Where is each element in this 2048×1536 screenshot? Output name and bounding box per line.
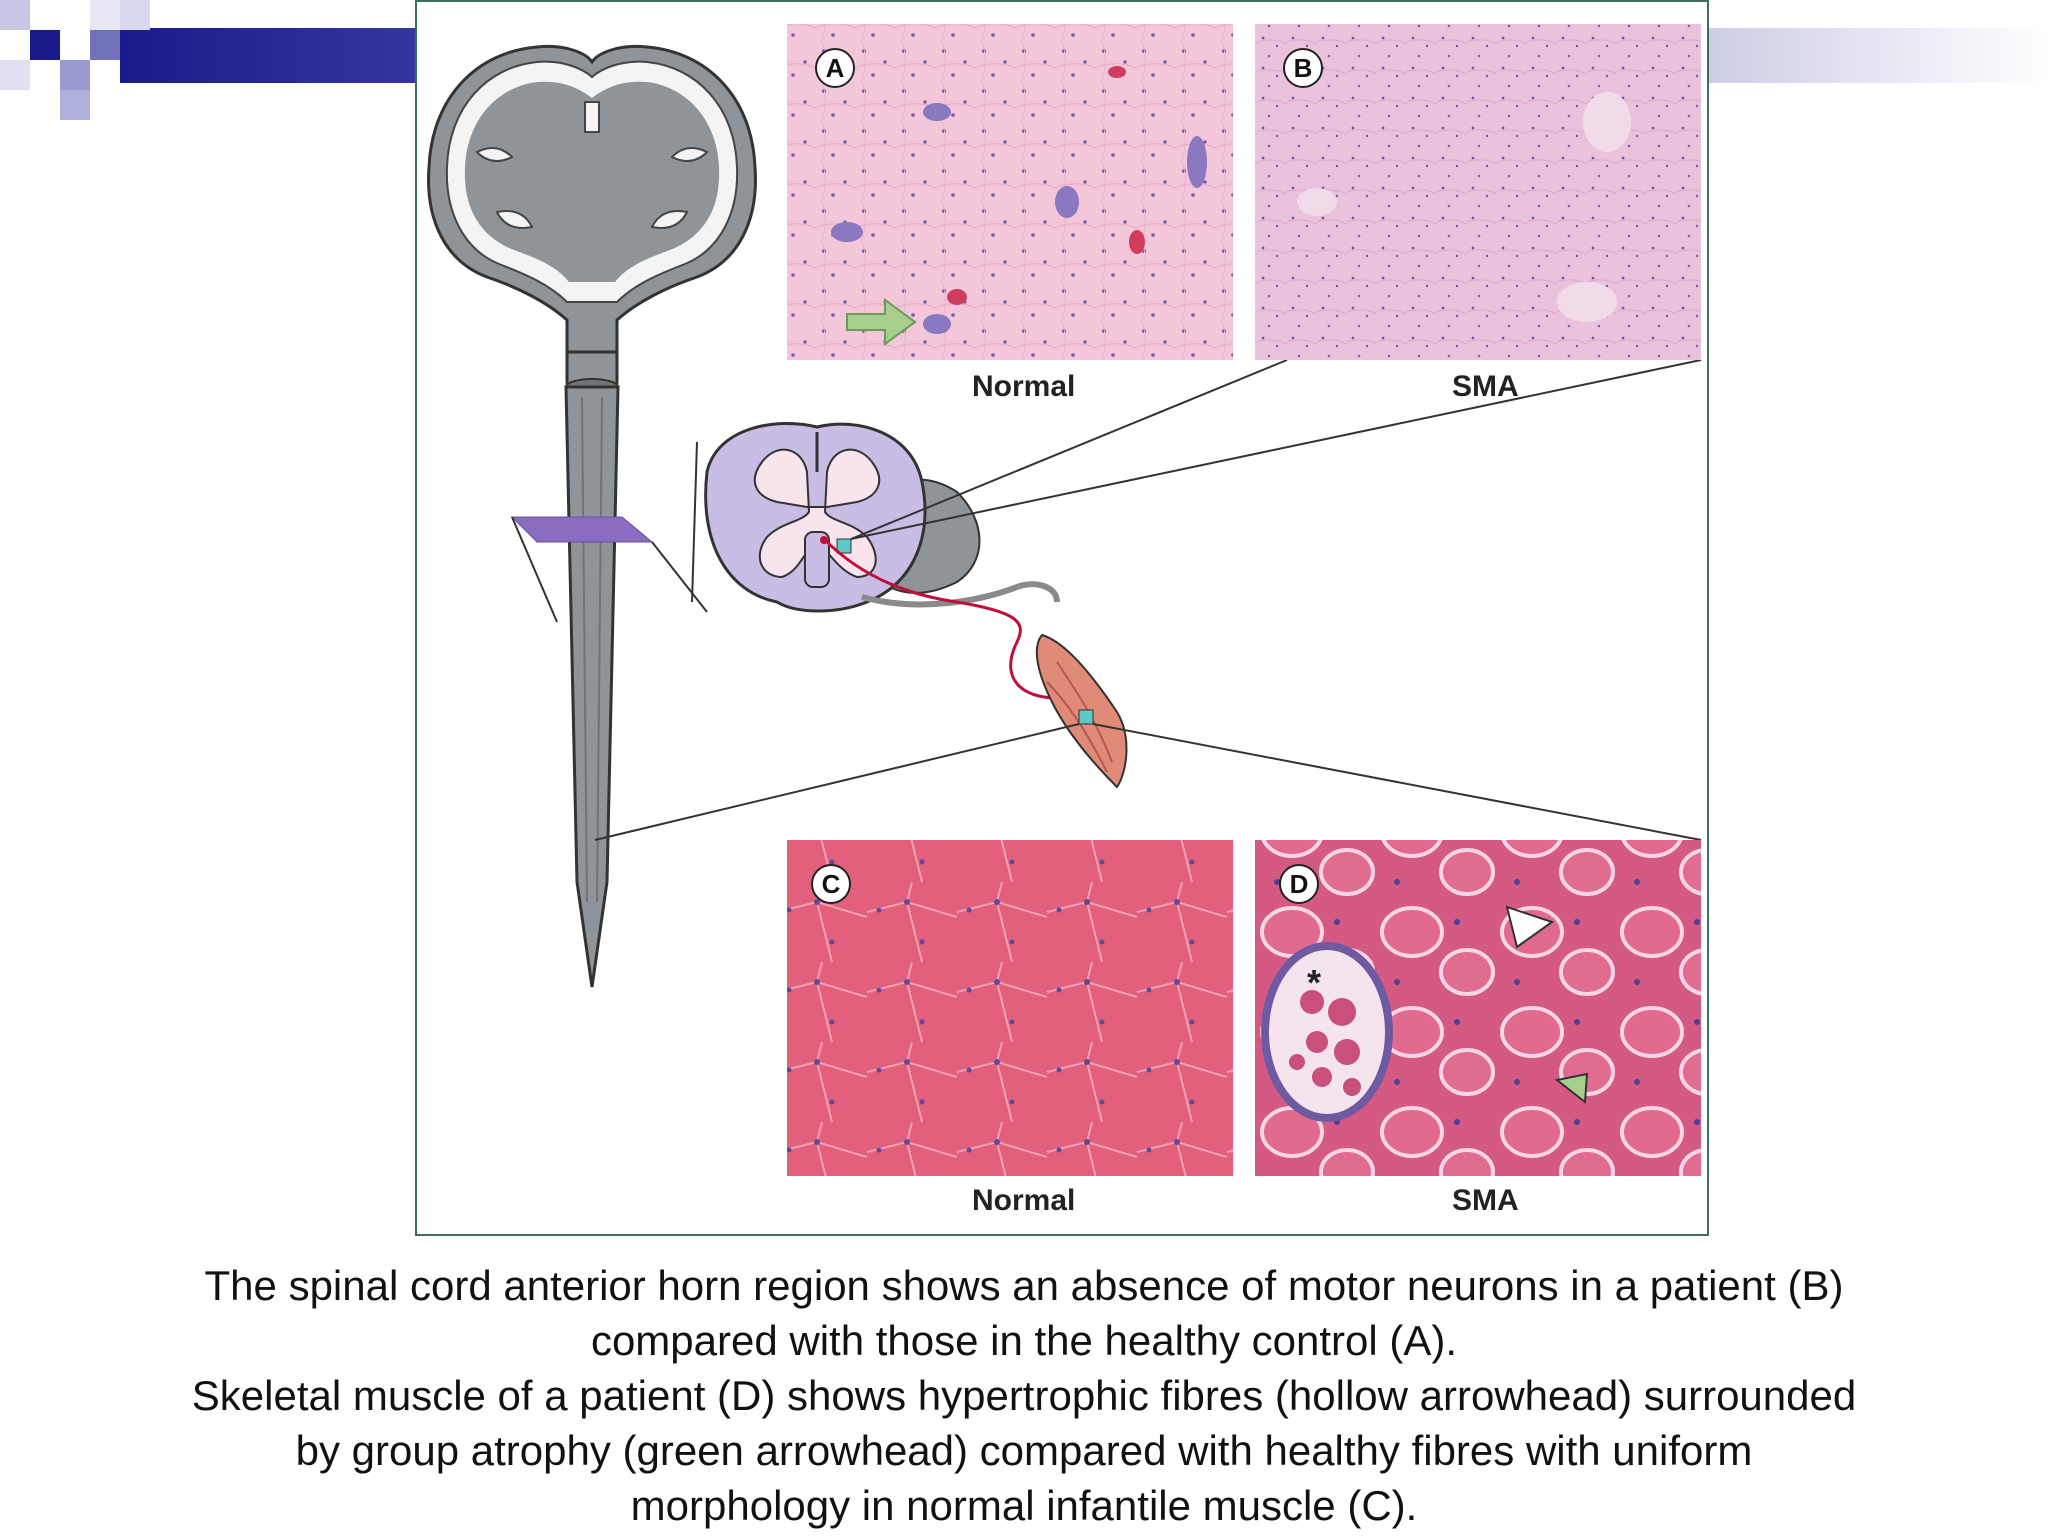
panel-a-caption: Normal	[972, 370, 1076, 403]
zoom-lines	[594, 359, 1702, 841]
panel-c-caption: Normal	[972, 1184, 1076, 1217]
panel-b-caption: SMA	[1452, 370, 1519, 403]
caption-line-4: by group atrophy (green arrowhead) compa…	[295, 1427, 1753, 1474]
panel-d-letter: D	[1279, 864, 1319, 904]
caption-line-1: The spinal cord anterior horn region sho…	[204, 1262, 1844, 1309]
panel-d-caption: SMA	[1452, 1184, 1519, 1217]
muscle-diagram	[1035, 633, 1128, 789]
zoom-box-spinal	[836, 538, 852, 554]
caption-line-3: Skeletal muscle of a patient (D) shows h…	[191, 1372, 1857, 1419]
panel-a-histology	[787, 24, 1233, 360]
spinal-cord	[510, 378, 708, 988]
panel-a-letter: A	[815, 48, 855, 88]
panel-b-histology	[1255, 24, 1701, 360]
caption-line-5: morphology in normal infantile muscle (C…	[630, 1482, 1418, 1529]
brain-section	[427, 44, 757, 393]
figure-frame: A B C D * Normal SMA Normal SMA	[415, 0, 1709, 1236]
sma-diagram	[427, 24, 1702, 1176]
green-arrowhead	[1554, 1072, 1589, 1104]
asterisk-mark: *	[1307, 962, 1322, 1003]
slide-caption: The spinal cord anterior horn region sho…	[100, 1258, 1948, 1533]
zoom-box-muscle	[1078, 709, 1094, 725]
panel-b-letter: B	[1283, 48, 1323, 88]
panel-c-histology	[787, 840, 1233, 1176]
section-plane	[510, 516, 654, 543]
panel-c-letter: C	[811, 864, 851, 904]
panel-d-histology	[1255, 840, 1701, 1176]
spinal-cross-section	[691, 421, 1068, 700]
green-arrow	[846, 298, 917, 346]
caption-line-2: compared with those in the healthy contr…	[590, 1317, 1458, 1364]
hollow-arrowhead	[1505, 905, 1555, 949]
